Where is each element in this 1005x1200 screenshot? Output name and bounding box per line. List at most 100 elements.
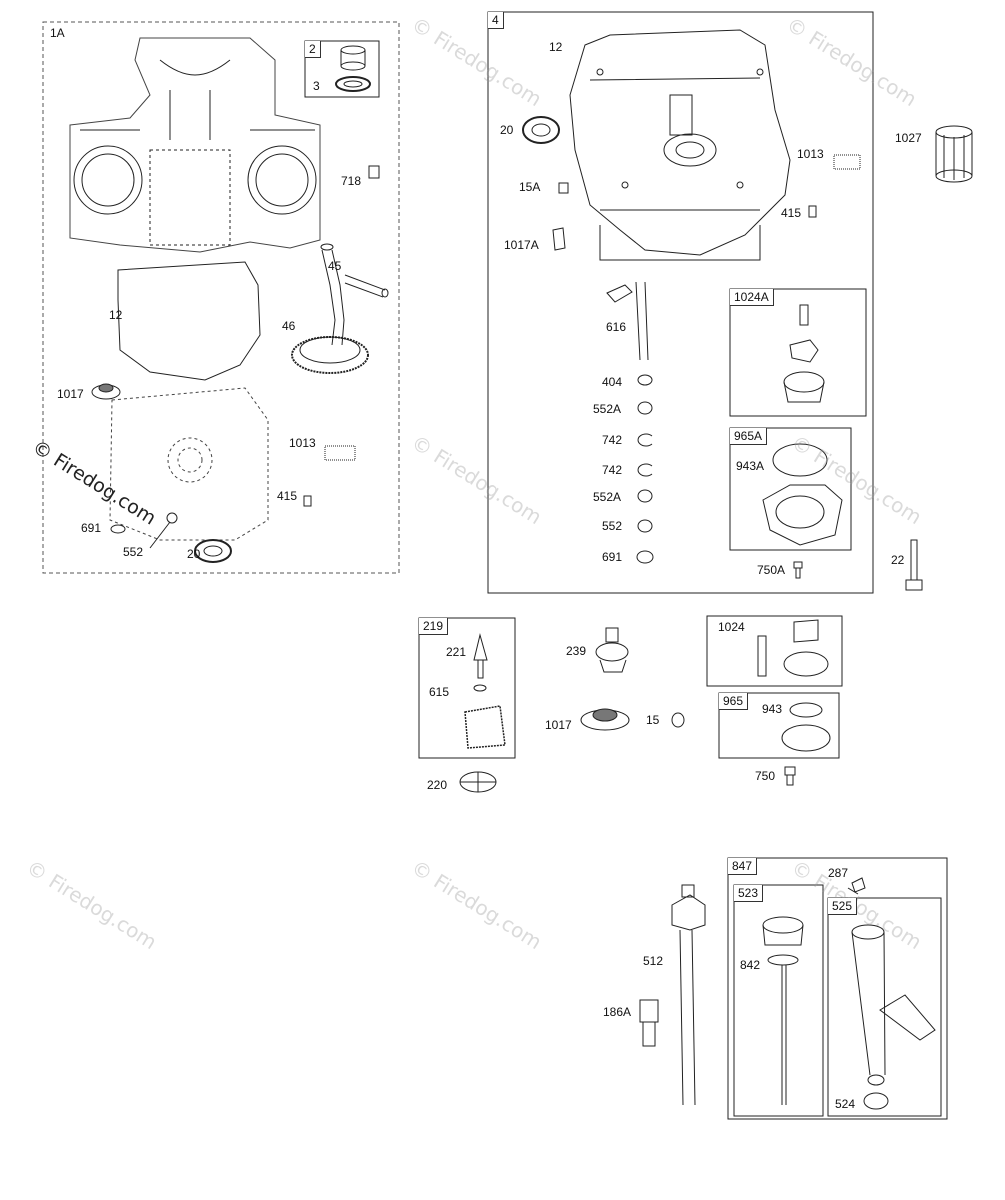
callout-691-right: 691	[602, 550, 623, 564]
callout-415-right: 415	[781, 206, 802, 220]
callout-404: 404	[602, 375, 623, 389]
part-15A-drawing	[558, 182, 569, 194]
callout-718: 718	[341, 174, 362, 188]
bushing-and-seal-drawing	[335, 45, 371, 92]
part-415-left-drawing	[303, 495, 312, 507]
group-1A-frame	[42, 21, 400, 574]
bolt-750-drawing	[784, 766, 796, 786]
callout-12-right: 12	[549, 40, 563, 54]
part-552A-bottom-drawing	[637, 489, 653, 503]
clip-742-top-drawing	[637, 433, 653, 447]
part-1017-lower-drawing	[580, 708, 630, 731]
dipstick-523-drawing	[762, 916, 804, 1105]
callout-415-left: 415	[277, 489, 298, 503]
callout-552A-bottom: 552A	[593, 490, 622, 504]
part-1017-left-drawing	[91, 383, 121, 400]
group-label-523: 523	[734, 885, 764, 902]
group-label-219: 219	[419, 618, 449, 635]
group-label-1A: 1A	[50, 26, 65, 40]
callout-742-top: 742	[602, 433, 623, 447]
group-label-1024A: 1024A	[730, 289, 774, 306]
callout-287: 287	[828, 866, 849, 880]
group-965A-frame	[729, 427, 852, 551]
group-label-1024: 1024	[714, 619, 749, 635]
part-186A-drawing	[639, 999, 659, 1047]
callout-15: 15	[646, 713, 660, 727]
callout-512: 512	[643, 954, 664, 968]
callout-1017-left: 1017	[57, 387, 84, 401]
group-label-525: 525	[828, 898, 858, 915]
seal-20-right-drawing	[522, 116, 560, 144]
pin-718-drawing	[368, 165, 380, 179]
oil-pump-1024-drawing	[757, 619, 829, 677]
callout-1027: 1027	[895, 131, 922, 145]
callout-22: 22	[891, 553, 905, 567]
part-691-left-drawing	[110, 524, 126, 534]
part-15-drawing	[671, 712, 685, 728]
oil-pump-1024A-drawing	[783, 304, 825, 403]
clip-742-bottom-drawing	[637, 463, 653, 477]
callout-221: 221	[446, 645, 467, 659]
callout-552A-top: 552A	[593, 402, 622, 416]
pump-cover-965-drawing	[781, 702, 831, 752]
o-ring-524-drawing	[863, 1092, 889, 1110]
group-523-frame	[733, 884, 824, 1117]
part-552A-top-drawing	[637, 401, 653, 415]
callout-186A: 186A	[603, 1005, 632, 1019]
callout-552-left: 552	[123, 545, 144, 559]
part-552-right-drawing	[637, 519, 653, 533]
group-label-4: 4	[488, 12, 504, 29]
fill-tube-525-drawing	[851, 924, 936, 1086]
callout-45: 45	[328, 259, 342, 273]
cylinder-block-drawing	[69, 37, 321, 253]
callout-943A: 943A	[736, 459, 765, 473]
part-1013-right-drawing	[833, 154, 861, 170]
washer-404-drawing	[637, 374, 653, 386]
group-4-frame	[487, 11, 874, 594]
callout-1013-right: 1013	[797, 147, 824, 161]
callout-742-bottom: 742	[602, 463, 623, 477]
seal-20-left-drawing	[194, 539, 232, 563]
crankcase-cover-drawing	[109, 387, 269, 541]
group-label-847: 847	[728, 858, 758, 875]
part-1017A-drawing	[552, 227, 566, 251]
pump-cover-965A-drawing	[762, 443, 843, 546]
group-2-frame	[304, 40, 380, 98]
governor-assembly-219-drawing	[464, 633, 506, 749]
sensor-239-drawing	[595, 627, 629, 673]
callout-524: 524	[835, 1097, 856, 1111]
group-label-965: 965	[719, 693, 749, 710]
callout-15A: 15A	[519, 180, 541, 194]
oil-filter-1027-drawing	[935, 125, 973, 183]
callout-750: 750	[755, 769, 776, 783]
callout-616: 616	[606, 320, 627, 334]
callout-1013-left: 1013	[289, 436, 316, 450]
group-965-frame	[718, 692, 840, 759]
callout-12-left: 12	[109, 308, 123, 322]
group-847-frame	[727, 857, 948, 1120]
callout-20-left: 20	[187, 547, 201, 561]
callout-943: 943	[762, 702, 783, 716]
callout-552-right: 552	[602, 519, 623, 533]
group-label-965A: 965A	[730, 428, 768, 445]
group-label-2: 2	[305, 41, 321, 58]
callout-239: 239	[566, 644, 587, 658]
callout-20-right: 20	[500, 123, 514, 137]
callout-615: 615	[429, 685, 450, 699]
bolt-750A-drawing	[793, 561, 803, 579]
part-415-right-drawing	[808, 205, 817, 218]
part-220-drawing	[459, 771, 497, 793]
callout-46: 46	[282, 319, 296, 333]
callout-691-left: 691	[81, 521, 102, 535]
callout-842: 842	[740, 958, 761, 972]
part-1013-left-drawing	[324, 445, 356, 461]
callout-3: 3	[313, 79, 320, 93]
part-691-right-drawing	[636, 550, 654, 564]
camshaft-gear-drawing	[291, 243, 389, 374]
callout-1017-lower: 1017	[545, 718, 572, 732]
callout-1017A: 1017A	[504, 238, 539, 252]
group-219-frame	[418, 617, 516, 759]
callout-220: 220	[427, 778, 448, 792]
bolt-22-drawing	[905, 539, 923, 591]
oil-sump-drawing	[569, 29, 791, 261]
